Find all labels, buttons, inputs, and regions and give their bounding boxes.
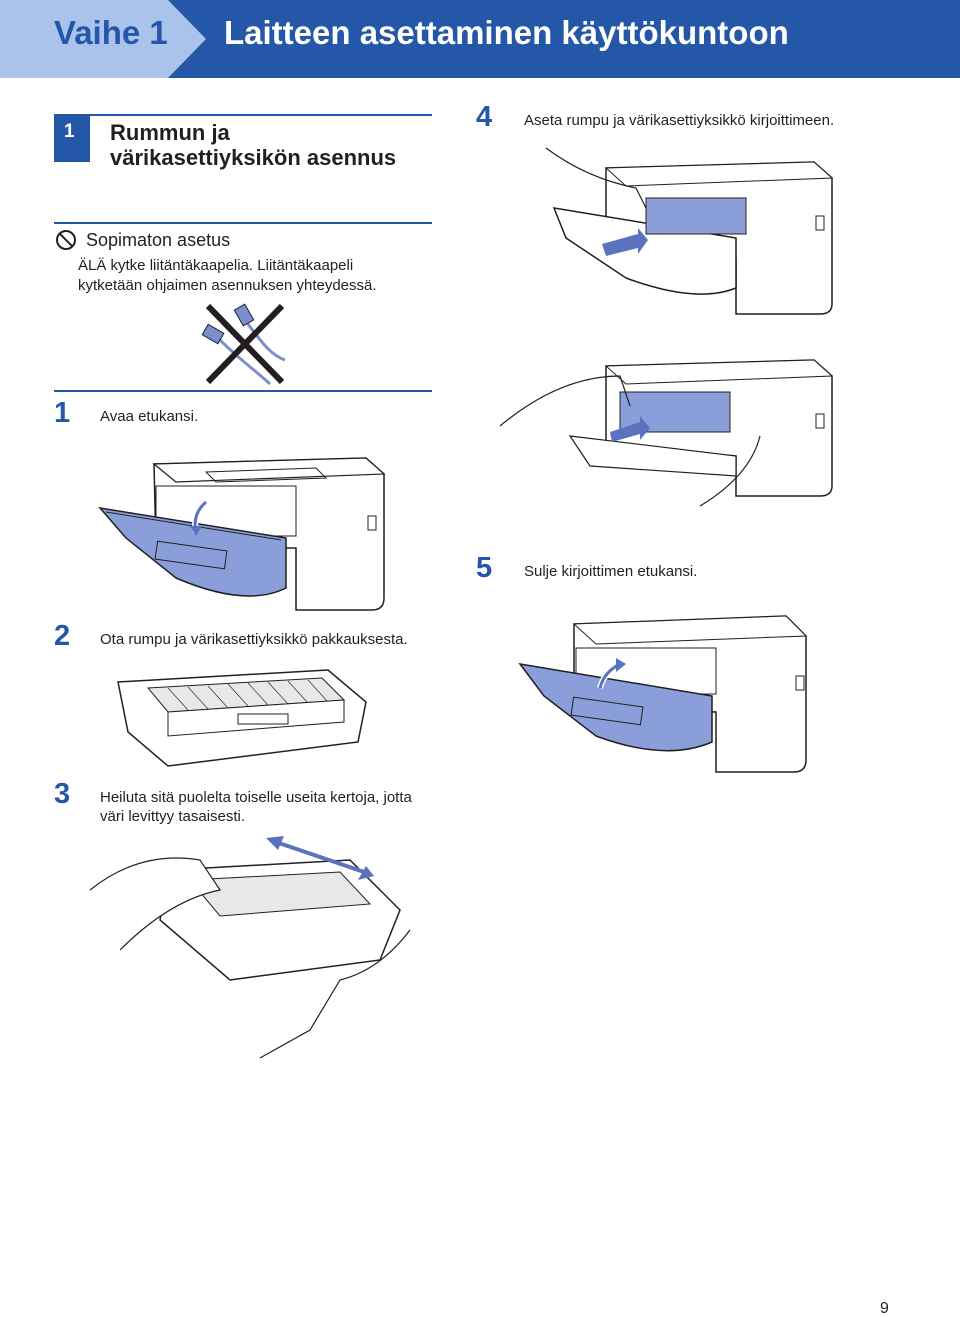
printer-open-cover-illustration [98, 457, 386, 611]
step-5-number: 5 [476, 552, 493, 584]
shake-drum-illustration [89, 836, 411, 1059]
section-number-badge: 1 [54, 114, 90, 162]
caution-top-rule [54, 222, 432, 224]
step-4-text: Aseta rumpu ja värikasettiyksikkö kirjoi… [524, 112, 835, 129]
section-number: 1 [64, 121, 75, 142]
step-3-text: Heiluta sitä puolelta toiselle useita ke… [100, 788, 412, 826]
caution-line1: ÄLÄ kytke liitäntäkaapelia. Liitäntäkaap… [78, 257, 354, 274]
step-5-text: Sulje kirjoittimen etukansi. [524, 563, 698, 580]
step-3-line2: väri levittyy tasaisesti. [100, 808, 246, 825]
caution-line2: kytketään ohjaimen asennuksen yhteydessä… [78, 277, 377, 294]
crossed-out-cable-illustration [201, 303, 286, 386]
section-rule [88, 114, 432, 116]
page-number: 9 [880, 1300, 889, 1317]
step-label: Vaihe 1 [54, 14, 168, 51]
step-2-text: Ota rumpu ja värikasettiyksikkö pakkauks… [100, 631, 408, 648]
section-title-line2: värikasettiyksikön asennus [110, 145, 397, 170]
step-1-text: Avaa etukansi. [100, 408, 199, 425]
caution-body: ÄLÄ kytke liitäntäkaapelia. Liitäntäkaap… [78, 256, 428, 296]
section-title: Rummun ja värikasettiyksikön asennus [110, 120, 440, 170]
caution-bottom-rule [54, 390, 432, 392]
insert-drum-illustration-2 [499, 359, 834, 507]
page-title: Laitteen asettaminen käyttökuntoon [224, 14, 789, 51]
step-4-number: 4 [476, 101, 493, 133]
caution-title: Sopimaton asetus [86, 230, 231, 250]
step-2-number: 2 [54, 620, 71, 652]
insert-drum-illustration-1 [545, 147, 834, 315]
drum-unit-illustration [117, 669, 367, 767]
step-3-number: 3 [54, 778, 71, 810]
section-title-line1: Rummun ja [110, 120, 230, 145]
step-3-line1: Heiluta sitä puolelta toiselle useita ke… [100, 789, 412, 806]
step-tab-shape [0, 0, 206, 78]
prohibited-icon [56, 230, 76, 250]
close-cover-illustration [518, 615, 808, 773]
step-1-number: 1 [54, 397, 71, 429]
